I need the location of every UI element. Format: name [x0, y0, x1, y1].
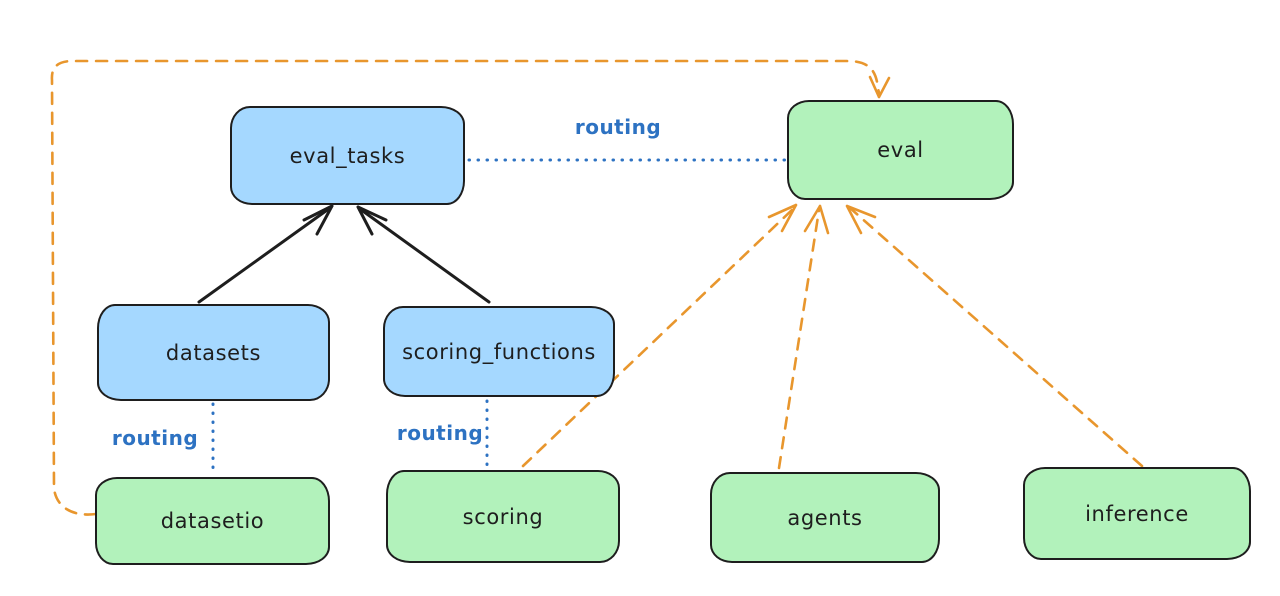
node-inference: inference [1023, 467, 1251, 560]
node-datasets-label: datasets [165, 340, 262, 365]
node-datasetio: datasetio [95, 477, 330, 565]
node-scoring: scoring [386, 470, 620, 563]
edge-datasets-to-eval_tasks [197, 204, 334, 304]
node-datasetio-label: datasetio [160, 509, 265, 533]
node-eval_tasks: eval_tasks [230, 106, 465, 205]
node-scoring_functions-label: scoring_functions [402, 339, 596, 364]
node-eval_tasks-label: eval_tasks [289, 143, 406, 168]
node-inference-label: inference [1085, 501, 1189, 526]
node-scoring-label: scoring [462, 504, 544, 529]
edge-scoring-to-eval [521, 203, 798, 468]
node-agents: agents [710, 472, 940, 563]
node-eval: eval [787, 100, 1014, 200]
node-datasets: datasets [97, 304, 330, 401]
routing-label-scoring_functions-scoring: routing [397, 421, 483, 445]
node-agents-label: agents [787, 505, 863, 530]
edge-inference-to-eval [845, 204, 1144, 468]
routing-label-datasets-datasetio: routing [112, 426, 198, 450]
node-eval-label: eval [877, 138, 924, 162]
edge-agents-to-eval [777, 204, 830, 470]
edge-scoring_functions-to-eval_tasks [356, 205, 491, 304]
node-scoring_functions: scoring_functions [383, 306, 615, 397]
routing-label-eval_tasks-eval: routing [575, 115, 661, 139]
edge-datasetio-to-eval [50, 59, 891, 516]
